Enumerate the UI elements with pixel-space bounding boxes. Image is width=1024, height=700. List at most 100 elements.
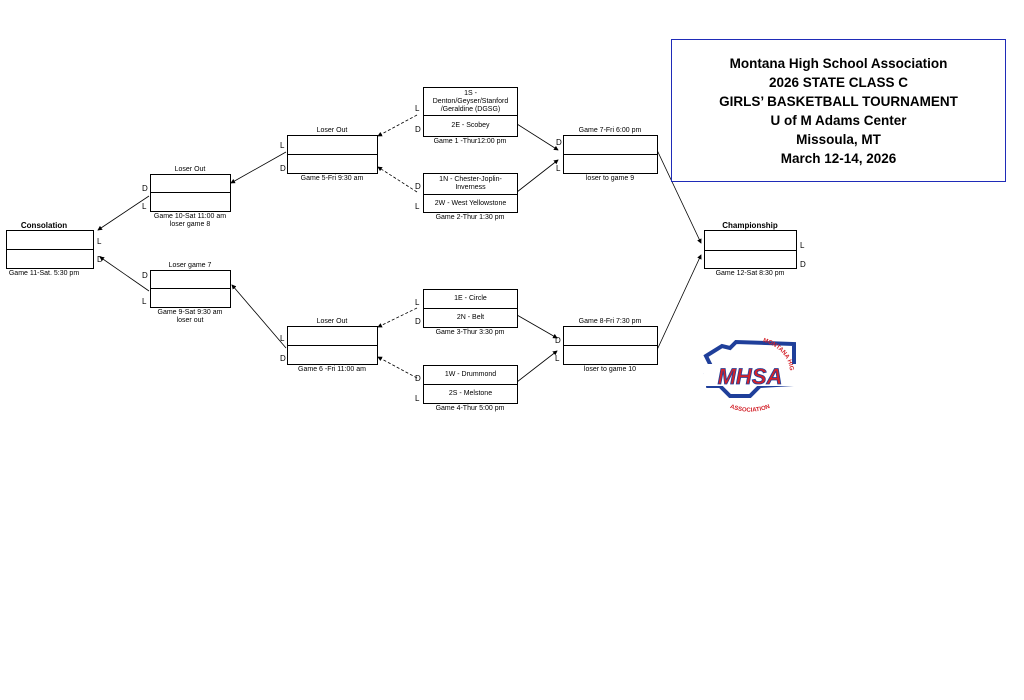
connector-g5-g10 bbox=[230, 151, 287, 184]
connector-g9-g11 bbox=[99, 256, 150, 292]
connector-g2-g5 bbox=[377, 166, 418, 193]
divider bbox=[424, 115, 517, 116]
divider bbox=[424, 194, 517, 195]
title-line-tournament: GIRLS’ BASKETBALL TOURNAMENT bbox=[719, 93, 958, 109]
game-2-team-top: 1N - Chester-Joplin-Inverness bbox=[439, 176, 502, 191]
game-1-team-bottom: 2E - Scobey bbox=[451, 122, 490, 129]
game-1-loser-mark: L bbox=[415, 104, 420, 113]
divider bbox=[288, 154, 377, 155]
game-11-box bbox=[6, 230, 94, 269]
game-10-loser-mark: L bbox=[142, 202, 147, 211]
game-11-loser-mark: L bbox=[97, 237, 102, 246]
logo-bottom-text: ASSOCIATION bbox=[729, 404, 771, 414]
game-1-box: 1S - Denton/Geyser/Stanford /Geraldine (… bbox=[423, 87, 518, 137]
game-12-loser-mark: L bbox=[800, 241, 805, 250]
game-2-loser-mark: L bbox=[415, 202, 420, 211]
connector-g4-g8 bbox=[516, 350, 558, 383]
consolation-title: Consolation bbox=[20, 221, 68, 230]
game-8-top-label: Game 8-Fri 7:30 pm bbox=[578, 318, 642, 325]
divider bbox=[151, 288, 230, 289]
championship-title: Championship bbox=[722, 221, 778, 230]
game-11-caption: Game 11-Sat. 5:30 pm bbox=[8, 270, 80, 277]
game-1-team-top: 1S - Denton/Geyser/Stanford /Geraldine (… bbox=[432, 89, 509, 113]
game-8-loser-mark: L bbox=[555, 354, 560, 363]
game-6-box bbox=[287, 326, 378, 365]
game-3-team-bottom: 2N - Belt bbox=[456, 314, 485, 321]
game-3-caption: Game 3-Thur 3:30 pm bbox=[435, 329, 505, 336]
connector-g3-g6 bbox=[377, 307, 418, 328]
game-4-caption: Game 4-Thur 5:00 pm bbox=[435, 405, 505, 412]
game-7-top-label: Game 7-Fri 6:00 pm bbox=[578, 127, 642, 134]
title-line-city: Missoula, MT bbox=[796, 131, 881, 147]
game-9-top-label: Loser game 7 bbox=[168, 262, 212, 269]
game-4-box: 1W - Drummond 2S - Melstone bbox=[423, 365, 518, 404]
game-5-caption: Game 5-Fri 9:30 am bbox=[300, 175, 364, 182]
divider bbox=[288, 345, 377, 346]
title-line-venue: U of M Adams Center bbox=[770, 112, 907, 128]
game-3-winner-mark: D bbox=[415, 317, 421, 326]
game-10-box bbox=[150, 174, 231, 212]
game-6-winner-mark: D bbox=[280, 354, 286, 363]
game-6-top-label: Loser Out bbox=[316, 318, 348, 325]
game-9-caption-2: loser out bbox=[176, 317, 204, 324]
game-2-winner-mark: D bbox=[415, 182, 421, 191]
game-3-loser-mark: L bbox=[415, 298, 420, 307]
game-8-box bbox=[563, 326, 658, 365]
connector-g4-g6 bbox=[377, 356, 418, 379]
game-9-caption: Game 9-Sat 9:30 am bbox=[157, 309, 223, 316]
game-2-team-bottom: 2W - West Yellowstone bbox=[434, 199, 507, 207]
connector-g1-g7 bbox=[516, 123, 559, 151]
game-10-caption-2: loser game 8 bbox=[169, 221, 211, 228]
game-7-loser-mark: L bbox=[556, 164, 561, 173]
game-5-box bbox=[287, 135, 378, 174]
divider bbox=[151, 192, 230, 193]
game-1-caption: Game 1 -Thur12:00 pm bbox=[433, 138, 507, 145]
game-5-loser-mark: L bbox=[280, 141, 285, 150]
game-3-team-top: 1E - Circle bbox=[454, 295, 487, 302]
game-4-winner-mark: D bbox=[415, 374, 421, 383]
game-8-winner-mark: D bbox=[555, 336, 561, 345]
game-9-box bbox=[150, 270, 231, 308]
logo-main-text: MHSA bbox=[718, 364, 783, 389]
game-9-loser-mark: L bbox=[142, 297, 147, 306]
game-12-caption: Game 12-Sat 8:30 pm bbox=[715, 270, 785, 277]
game-6-loser-mark: L bbox=[280, 334, 285, 343]
connector-g10-g11 bbox=[97, 195, 150, 231]
title-line-class: 2026 STATE CLASS C bbox=[768, 74, 909, 90]
connector-g2-g7 bbox=[516, 159, 559, 193]
game-7-winner-mark: D bbox=[556, 138, 562, 147]
game-10-top-label: Loser Out bbox=[174, 166, 206, 173]
connector-g7-g12 bbox=[656, 149, 702, 244]
game-7-box bbox=[563, 135, 658, 174]
divider bbox=[424, 384, 517, 385]
game-4-team-bottom: 2S - Melstone bbox=[448, 390, 493, 397]
divider bbox=[7, 249, 93, 250]
game-5-top-label: Loser Out bbox=[316, 127, 348, 134]
connector-g3-g8 bbox=[516, 314, 558, 339]
divider bbox=[564, 154, 657, 155]
game-4-team-top: 1W - Drummond bbox=[444, 371, 497, 378]
game-6-caption: Game 6 -Fri 11:00 am bbox=[298, 366, 366, 373]
title-line-dates: March 12-14, 2026 bbox=[780, 150, 897, 166]
game-8-caption: loser to game 10 bbox=[583, 366, 637, 373]
game-10-caption: Game 10-Sat 11:00 am bbox=[153, 213, 227, 220]
tournament-title-box: Montana High School Association 2026 STA… bbox=[671, 39, 1006, 182]
game-11-winner-mark: D bbox=[97, 255, 103, 264]
divider bbox=[564, 345, 657, 346]
game-4-loser-mark: L bbox=[415, 394, 420, 403]
title-line-association: Montana High School Association bbox=[729, 55, 948, 71]
game-12-winner-mark: D bbox=[800, 260, 806, 269]
divider bbox=[424, 308, 517, 309]
mhsa-logo: MONTANA HIGH SCHOOL MHSA ASSOCIATION bbox=[698, 330, 800, 416]
game-2-caption: Game 2-Thur 1:30 pm bbox=[435, 214, 505, 221]
connector-g1-g5 bbox=[377, 114, 418, 137]
mhsa-logo-graphic: MONTANA HIGH SCHOOL MHSA ASSOCIATION bbox=[698, 330, 796, 414]
game-10-winner-mark: D bbox=[142, 184, 148, 193]
game-7-caption: loser to game 9 bbox=[585, 175, 635, 182]
game-3-box: 1E - Circle 2N - Belt bbox=[423, 289, 518, 328]
game-9-winner-mark: D bbox=[142, 271, 148, 280]
connector-g6-g9 bbox=[231, 284, 287, 349]
divider bbox=[705, 250, 796, 251]
game-2-box: 1N - Chester-Joplin-Inverness 2W - West … bbox=[423, 173, 518, 213]
